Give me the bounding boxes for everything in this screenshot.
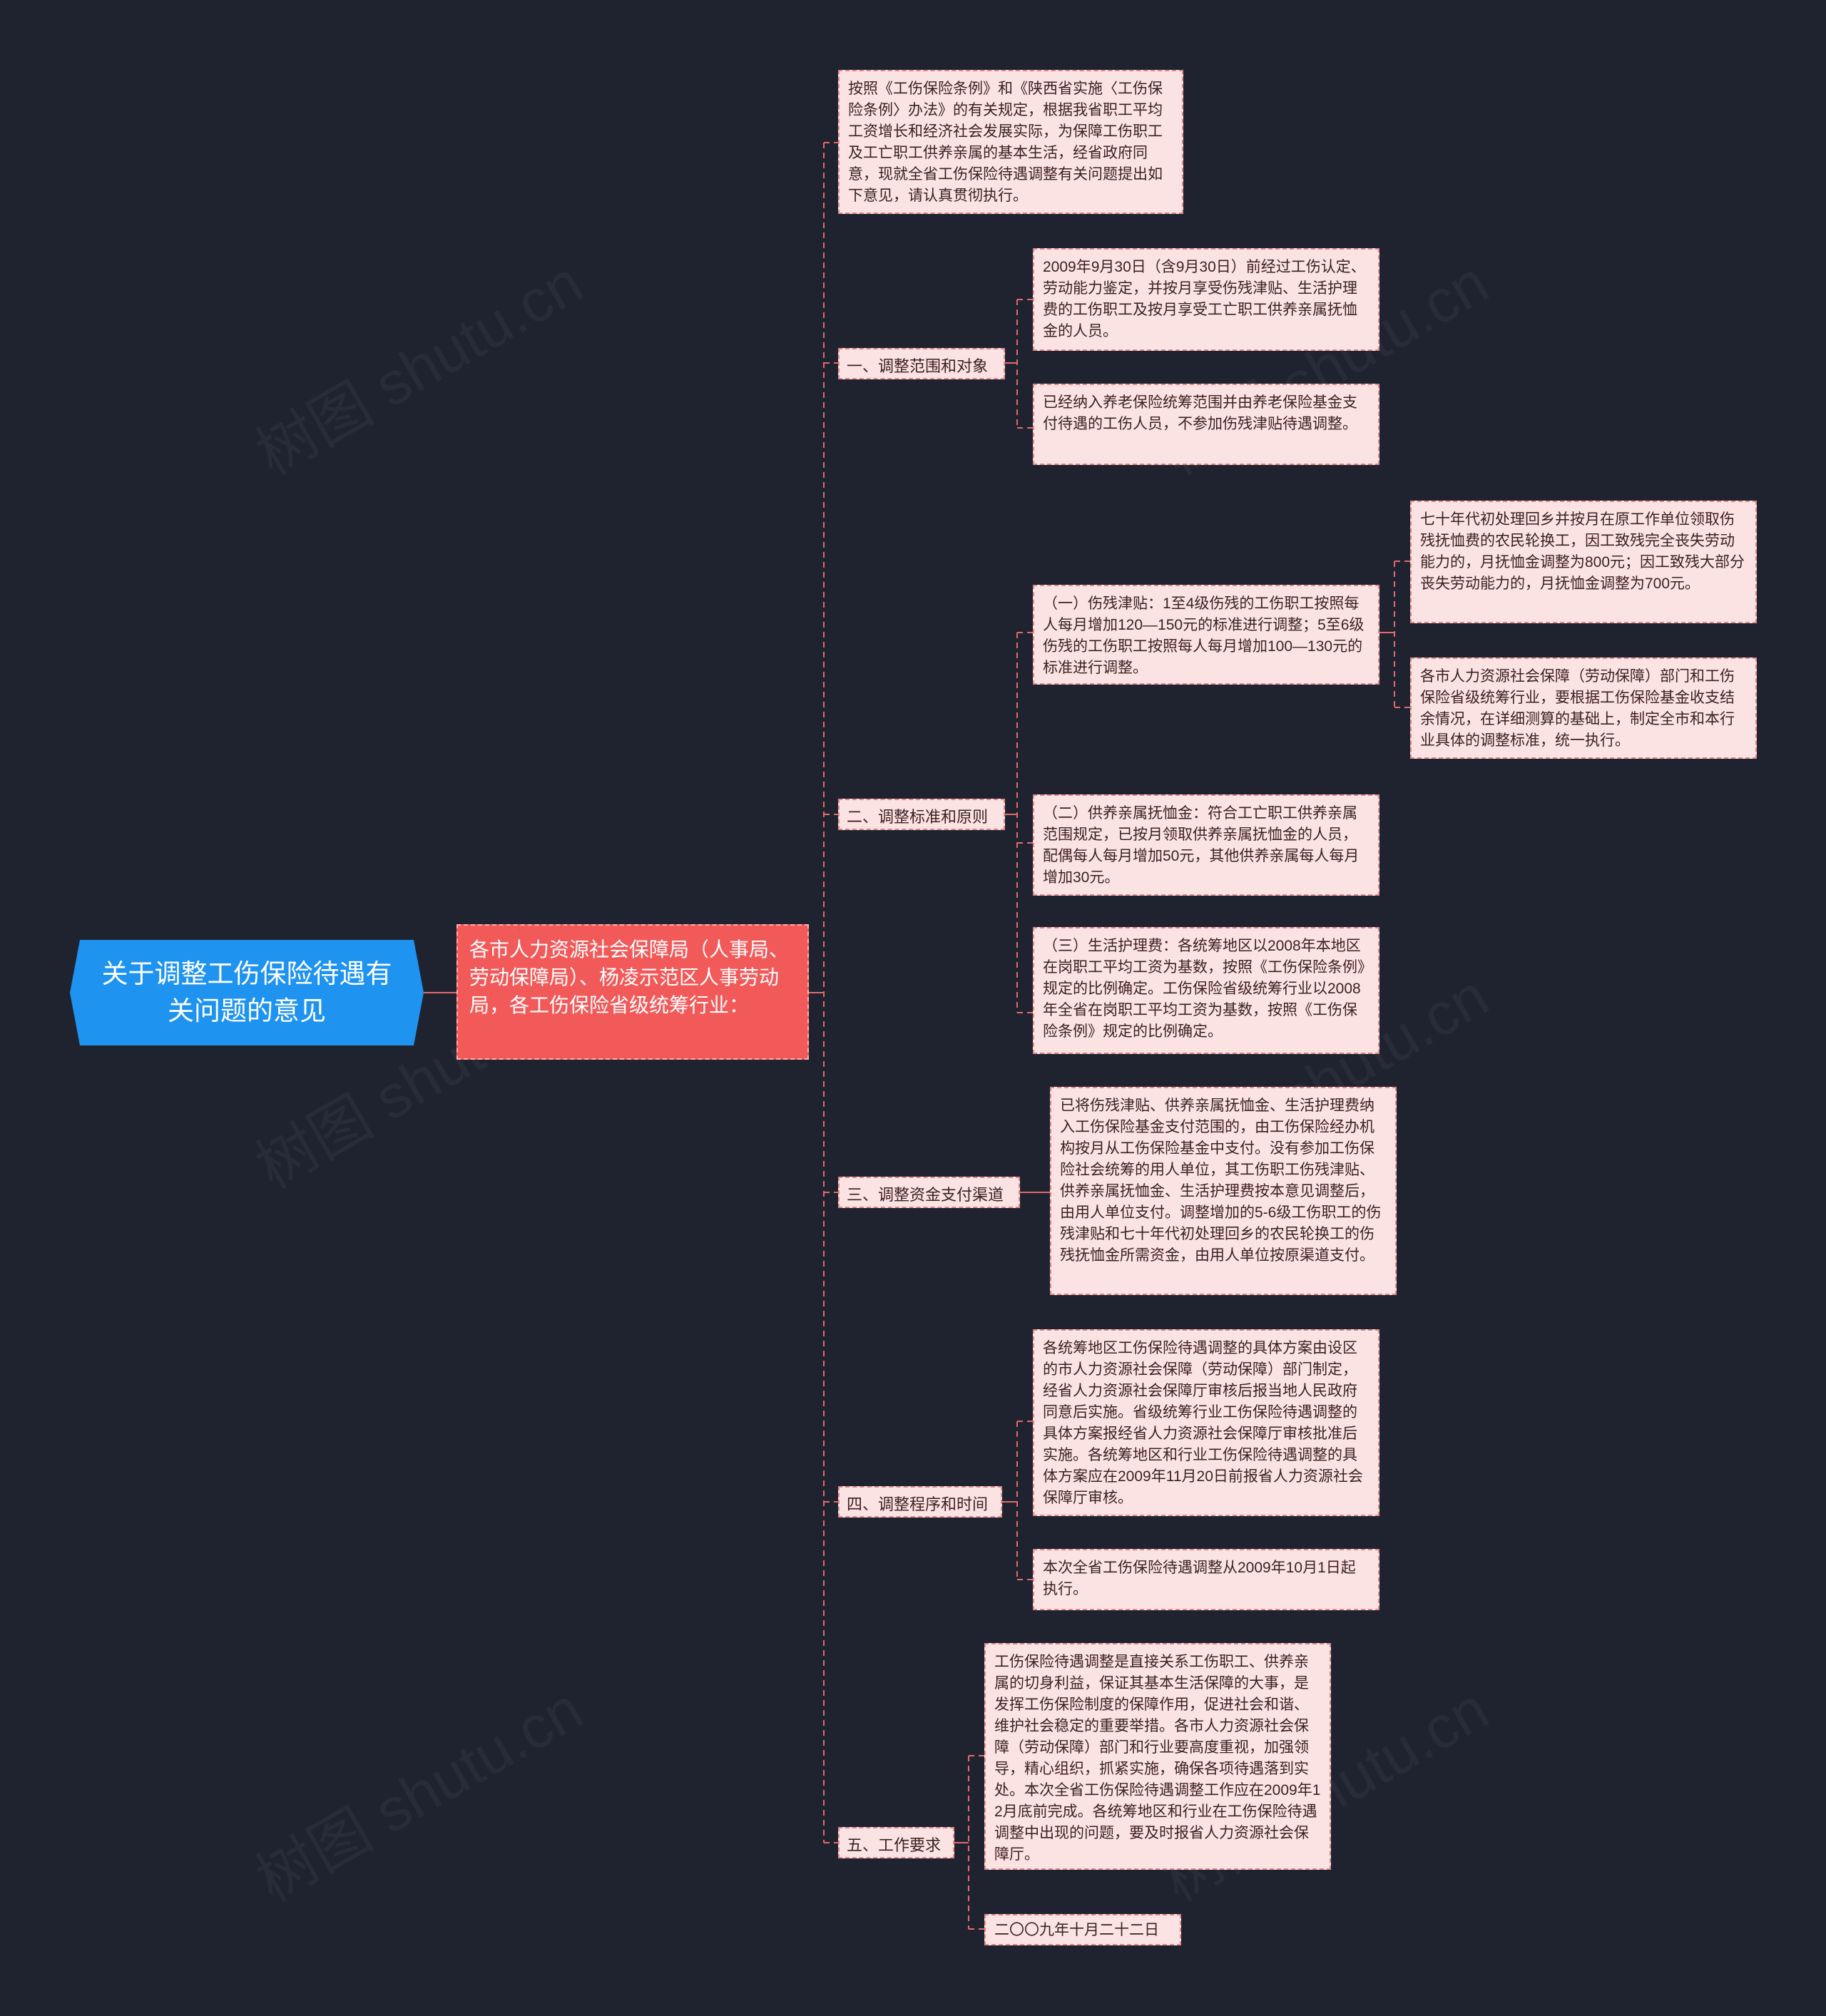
- section-2-subitem-1[interactable]: 七十年代初处理回乡并按月在原工作单位领取伤残抚恤费的农民轮换工，因工致残完全丧失…: [1410, 501, 1757, 623]
- section-4-node[interactable]: 四、调整程序和时间: [838, 1486, 1002, 1518]
- section-5-node[interactable]: 五、工作要求: [838, 1827, 954, 1858]
- section-4-item-2[interactable]: 本次全省工伤保险待遇调整从2009年10月1日起执行。: [1033, 1549, 1379, 1610]
- intro-node[interactable]: 按照《工伤保险条例》和《陕西省实施〈工伤保险条例〉办法》的有关规定，根据我省职工…: [838, 70, 1183, 214]
- section-3-node[interactable]: 三、调整资金支付渠道: [838, 1177, 1020, 1208]
- section-2-item-1[interactable]: （一）伤残津贴：1至4级伤残的工伤职工按照每人每月增加120—150元的标准进行…: [1033, 585, 1379, 685]
- section-2-item-2[interactable]: （二）供养亲属抚恤金：符合工亡职工供养亲属范围规定，已按月领取供养亲属抚恤金的人…: [1033, 794, 1379, 896]
- section-1-node[interactable]: 一、调整范围和对象: [838, 348, 1005, 379]
- addressee-node[interactable]: 各市人力资源社会保障局（人事局、劳动保障局）、杨凌示范区人事劳动局，各工伤保险省…: [456, 924, 809, 1060]
- section-1-item-2[interactable]: 已经纳入养老保险统筹范围并由养老保险基金支付待遇的工伤人员，不参加伤残津贴待遇调…: [1033, 384, 1379, 465]
- section-3-item-1[interactable]: 已将伤残津贴、供养亲属抚恤金、生活护理费纳入工伤保险基金支付范围的，由工伤保险经…: [1050, 1087, 1397, 1295]
- section-1-item-1[interactable]: 2009年9月30日（含9月30日）前经过工伤认定、劳动能力鉴定，并按月享受伤残…: [1033, 248, 1379, 351]
- root-node[interactable]: 关于调整工伤保险待遇有关问题的意见: [70, 940, 424, 1045]
- section-5-item-1[interactable]: 工伤保险待遇调整是直接关系工伤职工、供养亲属的切身利益，保证其基本生活保障的大事…: [984, 1643, 1331, 1870]
- section-2-subitem-2[interactable]: 各市人力资源社会保障（劳动保障）部门和工伤保险省级统筹行业，要根据工伤保险基金收…: [1410, 657, 1757, 759]
- section-2-item-3[interactable]: （三）生活护理费：各统筹地区以2008年本地区在岗职工平均工资为基数，按照《工伤…: [1033, 927, 1379, 1054]
- section-4-item-1[interactable]: 各统筹地区工伤保险待遇调整的具体方案由设区的市人力资源社会保障（劳动保障）部门制…: [1033, 1329, 1379, 1516]
- section-2-node[interactable]: 二、调整标准和原则: [838, 799, 1005, 830]
- section-5-date[interactable]: 二〇〇九年十月二十二日: [984, 1914, 1181, 1945]
